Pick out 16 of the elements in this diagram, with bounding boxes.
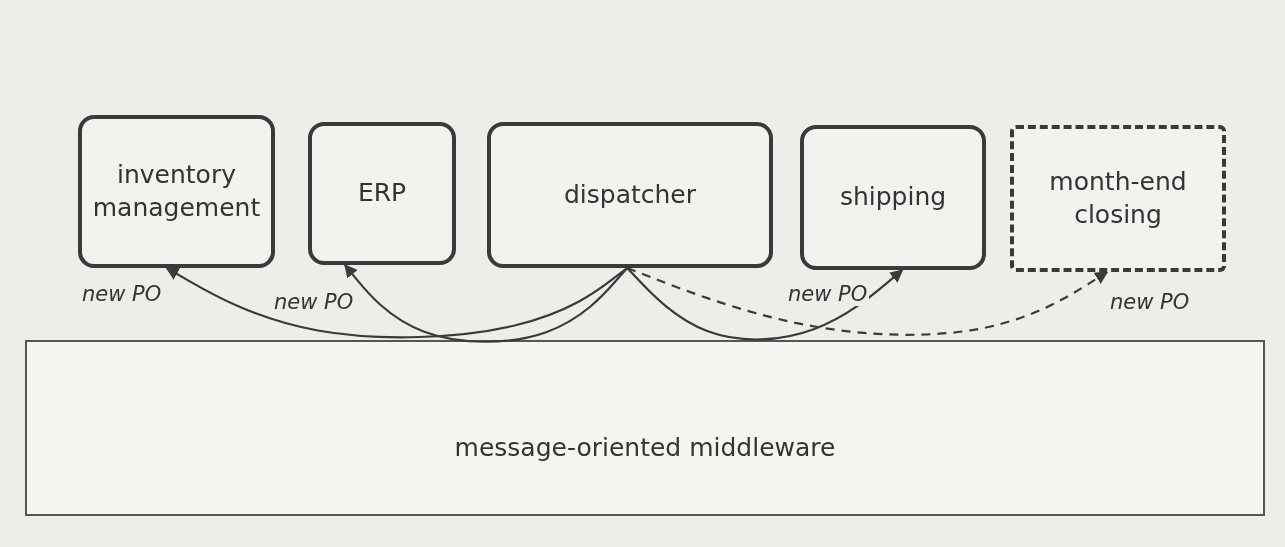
process-box bbox=[1010, 125, 1226, 272]
node-label: ERP bbox=[357, 177, 407, 210]
process-box bbox=[800, 125, 986, 270]
node-label: dispatcher bbox=[563, 178, 697, 211]
process-box bbox=[308, 122, 456, 265]
middleware-band bbox=[25, 340, 1265, 516]
process-box bbox=[487, 122, 773, 268]
arrow bbox=[626, 266, 1109, 336]
node-label: message-oriented middleware bbox=[454, 431, 836, 464]
arrow bbox=[344, 264, 628, 343]
process-box bbox=[78, 115, 275, 268]
node-label: inventory management bbox=[91, 159, 262, 224]
edge-label: new PO bbox=[786, 282, 870, 306]
node-label: shipping bbox=[839, 181, 947, 214]
arrow bbox=[626, 267, 904, 341]
node-label: month-end closing bbox=[1048, 166, 1188, 231]
